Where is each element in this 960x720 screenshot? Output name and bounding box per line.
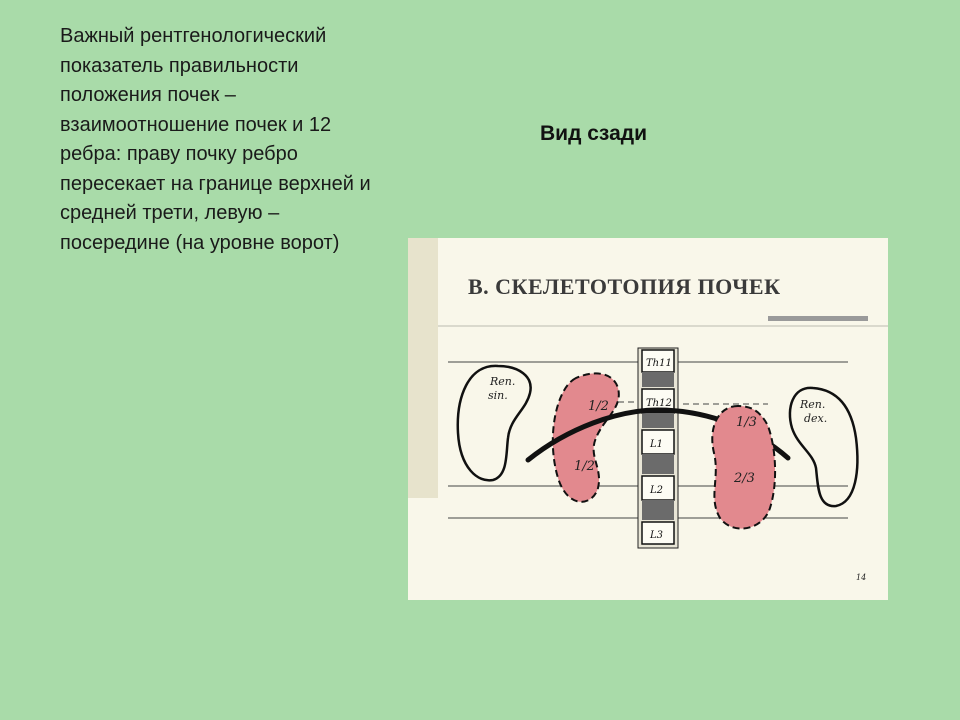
intervertebral-disc <box>642 500 674 520</box>
left-upper-fraction: 1/2 <box>588 399 609 414</box>
vertebra-l3 <box>641 521 675 545</box>
left-lower-fraction: 1/2 <box>574 459 595 474</box>
kidney-skeletotopy-figure: В. СКЕЛЕТОТОПИЯ ПОЧЕК Ren. sin. 1/2 1/2 <box>408 238 888 600</box>
left-kidney-outline <box>456 364 532 482</box>
intervertebral-disc <box>642 372 674 387</box>
page-mark: 14 <box>856 573 866 582</box>
right-projected-kidney <box>711 404 777 530</box>
left-kidney-label-1: Ren. <box>489 375 515 388</box>
title-underline-bar <box>768 316 868 321</box>
vertebral-column: Th11 Th12 L1 L2 L3 <box>637 347 679 549</box>
left-kidney-label-2: sin. <box>488 389 508 402</box>
intervertebral-disc <box>642 454 674 474</box>
right-kidney-label-1: Ren. <box>799 398 825 411</box>
left-margin-band <box>408 238 438 498</box>
view-label: Вид сзади <box>540 122 647 145</box>
right-kidney-outline <box>788 386 859 508</box>
right-upper-fraction: 1/3 <box>736 415 757 430</box>
right-kidney-label-2: dex. <box>804 412 827 425</box>
vertebra-label-l1: L1 <box>649 439 663 450</box>
vertebra-label-l3: L3 <box>649 530 663 541</box>
vertebra-label-l2: L2 <box>649 485 663 496</box>
intervertebral-disc <box>642 413 674 428</box>
vertebra-label-th12: Th12 <box>646 398 672 409</box>
figure-drawing: В. СКЕЛЕТОТОПИЯ ПОЧЕК Ren. sin. 1/2 1/2 <box>408 238 888 582</box>
description-text: Важный рентгенологический показатель пра… <box>60 25 371 254</box>
right-lower-fraction: 2/3 <box>733 471 755 486</box>
vertebra-label-th11: Th11 <box>646 358 672 369</box>
figure-title: В. СКЕЛЕТОТОПИЯ ПОЧЕК <box>468 274 781 299</box>
